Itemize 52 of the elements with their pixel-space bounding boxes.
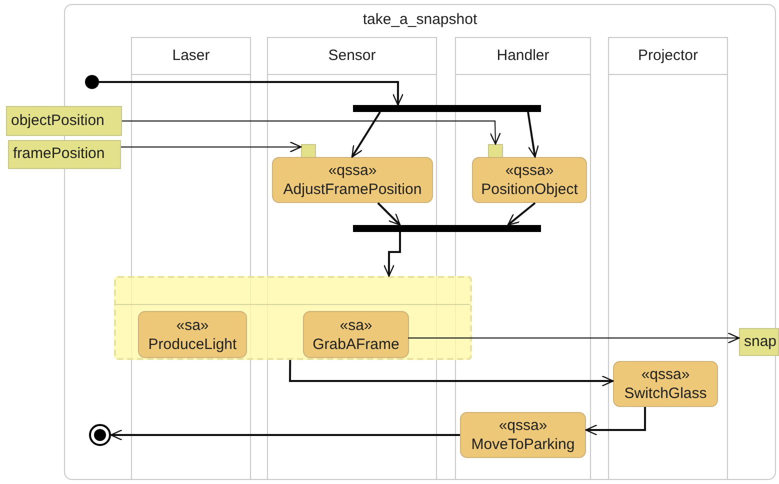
action-node — [303, 311, 409, 358]
flow-arrow — [99, 81, 404, 106]
lane-header — [267, 37, 437, 75]
fork-bar — [353, 225, 541, 232]
flow-arrow — [383, 232, 401, 277]
lane-header — [131, 37, 251, 75]
flow-arrow — [289, 360, 614, 387]
initial-node — [85, 75, 99, 89]
lane-label: Handler — [496, 46, 550, 66]
stereotype-label: «sa» — [176, 316, 209, 334]
action-label: GrabAFrame — [312, 334, 400, 354]
action-node — [460, 412, 586, 458]
frame-title: take_a_snapshot — [362, 10, 478, 30]
final-node — [89, 424, 111, 446]
action-node — [472, 157, 587, 203]
pin-box — [488, 144, 503, 158]
object-label: snap — [744, 332, 777, 352]
region-box — [114, 276, 472, 360]
action-label: AdjustFramePosition — [283, 180, 422, 199]
object-label: framePosition — [13, 144, 105, 164]
flow-arrow — [507, 202, 536, 226]
lane-label: Projector — [638, 46, 698, 66]
flow-arrow — [408, 332, 740, 344]
stereotype-label: «qssa» — [505, 161, 554, 180]
action-node — [613, 361, 718, 407]
action-node — [138, 311, 247, 358]
action-label: MoveToParking — [471, 435, 575, 454]
stereotype-label: «qssa» — [328, 161, 377, 180]
lane-header — [455, 37, 591, 75]
object-node — [8, 140, 121, 169]
pin-box — [301, 144, 316, 158]
lane-label: Sensor — [328, 46, 376, 66]
object-label: objectPosition — [11, 110, 104, 131]
action-label: PositionObject — [481, 180, 578, 199]
flow-arrow — [351, 111, 381, 158]
stereotype-label: «sa» — [340, 316, 372, 334]
stereotype-label: «qssa» — [641, 365, 690, 384]
flow-arrow — [110, 429, 460, 441]
action-node — [272, 157, 433, 203]
action-label: SwitchGlass — [624, 384, 707, 403]
action-label: ProduceLight — [148, 334, 237, 354]
object-node — [6, 106, 122, 136]
flow-arrow — [122, 120, 501, 145]
flow-arrow — [585, 407, 646, 436]
lane-header — [608, 37, 728, 75]
flow-arrow — [527, 112, 539, 158]
lane-label: Laser — [172, 46, 210, 66]
stereotype-label: «qssa» — [498, 416, 548, 435]
flow-arrow — [120, 141, 302, 153]
flow-arrow — [377, 202, 401, 226]
fork-bar — [353, 105, 541, 112]
object-node — [739, 328, 779, 356]
